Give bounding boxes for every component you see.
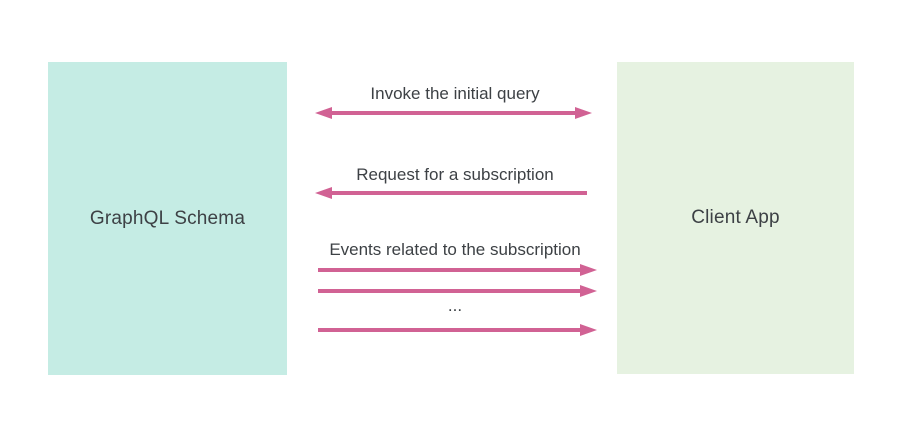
arrowhead-right-icon [580,285,597,297]
subscription-event-arrow-2 [318,285,597,297]
ellipsis-label: ... [447,296,463,315]
graphql-schema-node: GraphQL Schema [48,62,287,375]
subscription-event-arrow-1 [318,264,597,276]
graphql-schema-label: GraphQL Schema [89,207,246,229]
subscription-request-arrow [315,187,587,199]
arrowhead-left-icon [315,107,332,119]
arrowhead-right-icon [580,264,597,276]
invoke-query-arrow [315,107,592,119]
subscription-event-arrow-3 [318,324,597,336]
arrow-shaft [318,289,580,293]
client-app-node: Client App [617,62,854,374]
subscription-request-label: Request for a subscription [356,165,554,184]
arrowhead-right-icon [580,324,597,336]
arrow-shaft [332,111,575,115]
arrowhead-right-icon [575,107,592,119]
arrow-shaft [332,191,587,195]
arrowhead-left-icon [315,187,332,199]
arrow-shaft [318,268,580,272]
client-app-label: Client App [691,207,780,228]
arrow-shaft [318,328,580,332]
invoke-query-label: Invoke the initial query [370,84,540,103]
subscription-events-label: Events related to the subscription [329,240,581,259]
